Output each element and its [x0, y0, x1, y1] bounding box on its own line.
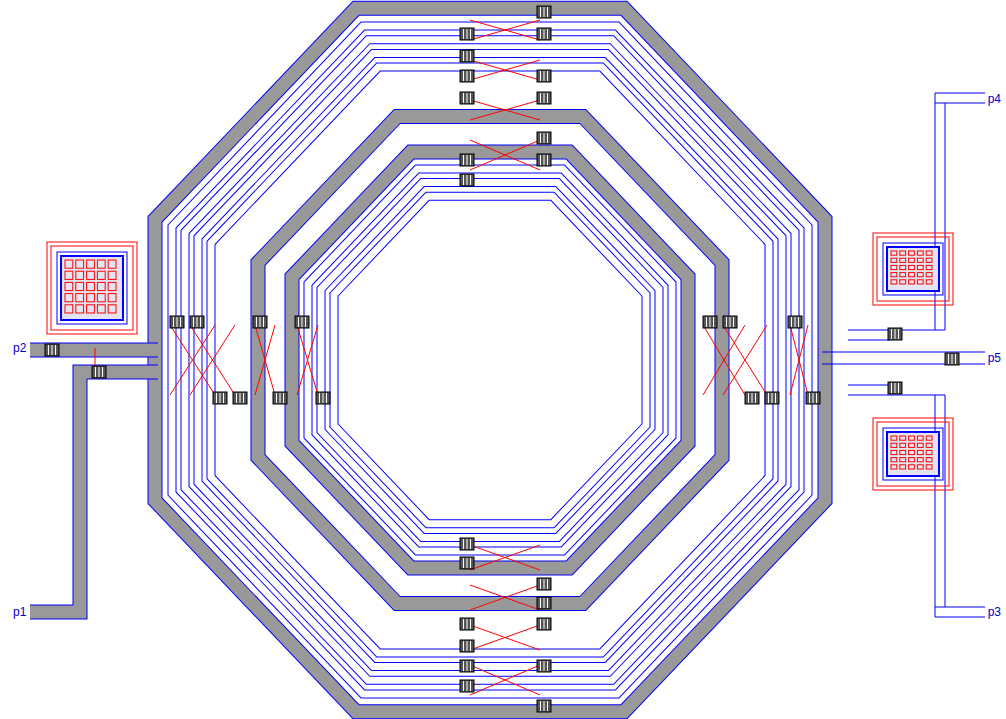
port-leads: [30, 93, 985, 617]
vias: [45, 6, 959, 712]
coil-windings: [155, 8, 825, 712]
pin-name: p3: [987, 605, 1002, 619]
pin-name: p4: [987, 92, 1002, 106]
pin-name: p2: [12, 341, 27, 355]
crossovers: [170, 20, 808, 695]
bond-pads: [47, 233, 953, 490]
pin-name: p5: [987, 351, 1002, 365]
pin-name: p1: [12, 605, 27, 619]
